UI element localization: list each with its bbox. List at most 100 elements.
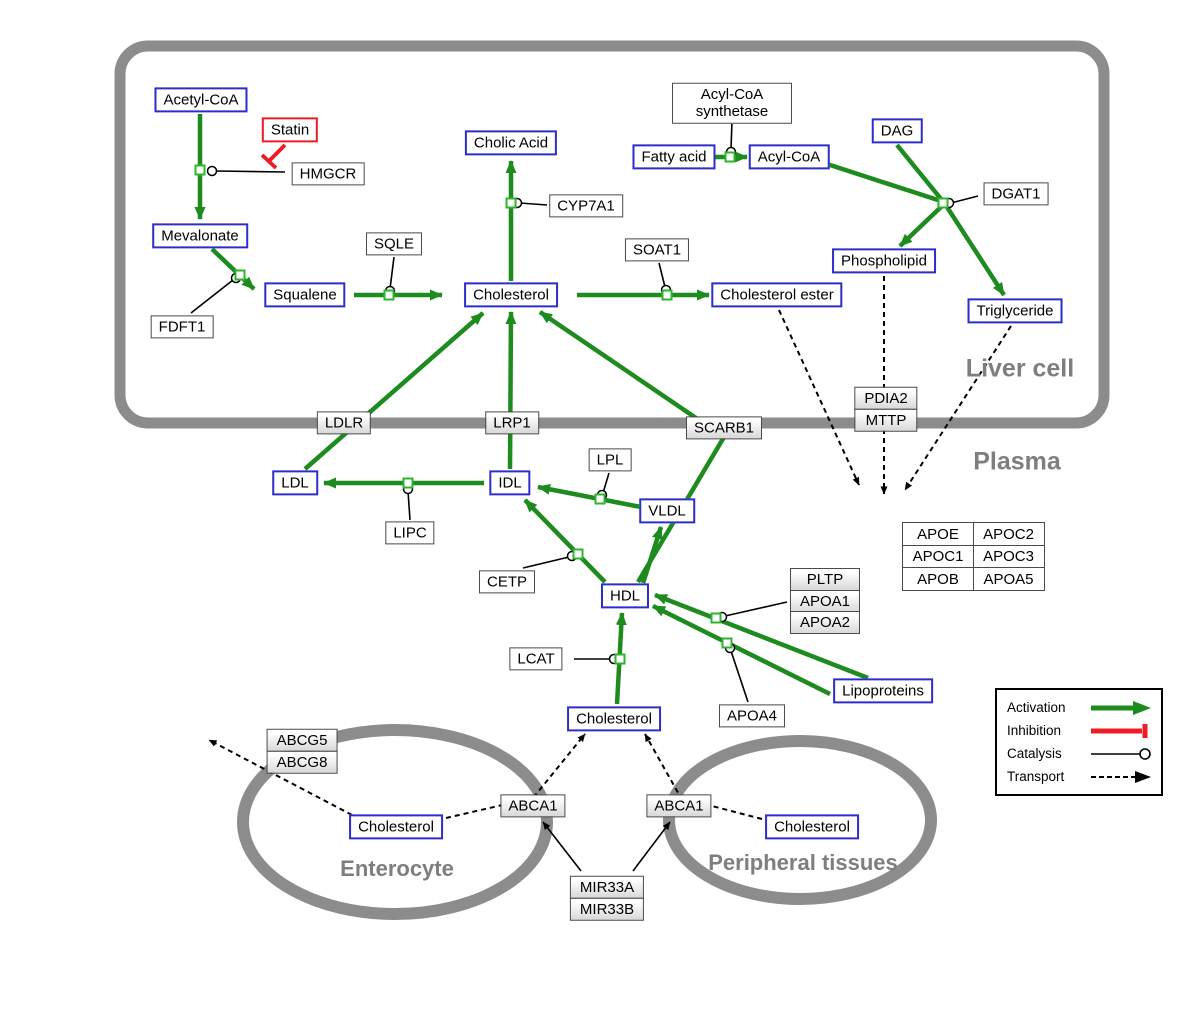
legend-catalysis-label: Catalysis: [1007, 746, 1062, 761]
node-ldlr: LDLR: [316, 411, 372, 435]
reaction-node: [724, 151, 736, 163]
edge-mir33-abca1-left: [542, 821, 582, 872]
node-apoa2: APOA2: [789, 611, 861, 634]
inhibition-edge: [260, 143, 287, 170]
catalysis-fdft1: [190, 279, 234, 314]
node-dgat1: DGAT1: [983, 182, 1049, 206]
edge-dag-junction: [895, 143, 943, 201]
node-ldl: LDL: [272, 470, 318, 496]
catalysis-dgat1: [950, 195, 979, 204]
reaction-node: [572, 548, 584, 560]
node-mir33a: MIR33A: [569, 875, 645, 899]
node-idl: IDL: [489, 470, 531, 496]
node-abcg8: ABCG8: [266, 750, 338, 774]
node-apoa4: APOA4: [718, 704, 786, 728]
legend-row-activation: Activation: [1007, 696, 1153, 719]
node-cholic-acid: Cholic Acid: [464, 130, 558, 156]
node-apob: APOB: [902, 567, 974, 591]
edge-acylcoa-junction: [826, 161, 942, 204]
legend-row-transport: Transport: [1007, 765, 1153, 788]
regulation-edges: [542, 821, 671, 872]
edge-statin-hmgcr: [267, 143, 287, 163]
edge-triglyceride-plasma: [904, 325, 1012, 491]
reaction-node: [661, 289, 673, 301]
liver-cell-label: Liver cell: [965, 354, 1075, 383]
node-acyl-coa: Acyl-CoA: [748, 144, 830, 170]
catalysis-cyp7a1: [519, 202, 548, 206]
node-abcg5: ABCG5: [266, 728, 338, 752]
node-fdft1: FDFT1: [150, 315, 214, 339]
inhibition-bar-icon: [1091, 723, 1148, 738]
reaction-node: [721, 637, 733, 649]
legend: Activation Inhibition Catalysis Transpor…: [995, 688, 1163, 796]
catalysis-anchor: [206, 165, 218, 177]
node-statin: Statin: [261, 117, 319, 143]
inhibition-tbar: [260, 153, 278, 170]
node-scarb1: SCARB1: [685, 416, 763, 440]
node-cetp: CETP: [478, 570, 536, 594]
edge-lipoproteins-hdl-upper: [654, 592, 869, 681]
edge-junction-triglyceride: [945, 205, 1006, 297]
node-hmgcr: HMGCR: [291, 162, 365, 186]
node-apoc1: APOC1: [902, 544, 974, 569]
reaction-node: [402, 477, 414, 489]
reaction-node: [234, 269, 246, 281]
catalysis-soat1: [658, 262, 666, 288]
node-lcat: LCAT: [509, 647, 563, 671]
node-mir33b: MIR33B: [569, 897, 645, 921]
reaction-node: [614, 653, 626, 665]
reaction-node: [383, 289, 395, 301]
node-vldl: VLDL: [639, 498, 695, 524]
legend-activation-label: Activation: [1007, 700, 1066, 715]
activation-edges: [194, 114, 1006, 705]
node-cholesterol-plasma: Cholesterol: [567, 706, 661, 732]
legend-row-inhibition: Inhibition: [1007, 719, 1153, 742]
legend-transport-label: Transport: [1007, 769, 1065, 784]
edge-hdl-idl: [523, 498, 607, 584]
edge-mevalonate-squalene: [210, 247, 256, 291]
node-dag: DAG: [871, 118, 923, 144]
node-cholesterol-peripheral: Cholesterol: [765, 814, 859, 840]
node-fatty-acid: Fatty acid: [632, 144, 716, 170]
node-apoa1: APOA1: [789, 589, 861, 613]
apolipoprotein-table: APOE APOC1 APOB APOC2 APOC3 APOA5: [902, 522, 1045, 591]
catalysis-apoa4: [730, 650, 749, 703]
node-abca1-peripheral: ABCA1: [646, 794, 712, 818]
catalysis-edges: [190, 120, 979, 703]
node-mevalonate: Mevalonate: [152, 223, 248, 249]
reaction-node: [710, 612, 722, 624]
node-soat1: SOAT1: [624, 238, 690, 262]
node-apoc3: APOC3: [972, 544, 1045, 569]
node-triglyceride: Triglyceride: [967, 298, 1063, 324]
node-abca1-enterocyte: ABCA1: [500, 794, 566, 818]
reaction-node: [194, 164, 206, 176]
peripheral-tissues-label: Peripheral tissues: [708, 850, 898, 875]
node-hdl: HDL: [600, 583, 650, 609]
catalysis-pltp-apoa1-apoa2: [724, 601, 788, 617]
node-lipoproteins: Lipoproteins: [833, 678, 933, 704]
node-apoe: APOE: [902, 522, 974, 546]
catalysis-circle-icon: [1091, 747, 1151, 760]
catalysis-lpl: [602, 472, 610, 494]
catalysis-acylcoa-synthetase: [730, 120, 733, 150]
node-sqle: SQLE: [365, 232, 423, 256]
liver-cell-membrane: [114, 40, 1110, 429]
node-abcg-stack: ABCG5 ABCG8: [266, 728, 338, 774]
node-acyl-coa-synthetase: Acyl-CoA synthetase: [672, 82, 792, 124]
reaction-node: [594, 493, 606, 505]
edge-vldl-idl: [537, 483, 642, 510]
catalysis-lipc: [407, 490, 411, 521]
edge-ldl-cholesterol-ldlr: [303, 311, 485, 471]
node-acetyl-coa: Acetyl-CoA: [154, 87, 248, 113]
node-pltp-apoa-stack: PLTP APOA1 APOA2: [789, 568, 861, 634]
node-cholesterol-liver: Cholesterol: [464, 282, 558, 308]
edge-junction-phospholipid: [898, 205, 943, 248]
node-mir33-stack: MIR33A MIR33B: [569, 875, 645, 921]
node-pdia2-mttp-stack: PDIA2 MTTP: [854, 386, 918, 432]
edge-lipoproteins-hdl-lower: [651, 603, 832, 697]
node-pltp: PLTP: [789, 568, 861, 591]
node-cholesterol-enterocyte: Cholesterol: [349, 814, 443, 840]
node-cholesterol-ester: Cholesterol ester: [711, 282, 843, 308]
